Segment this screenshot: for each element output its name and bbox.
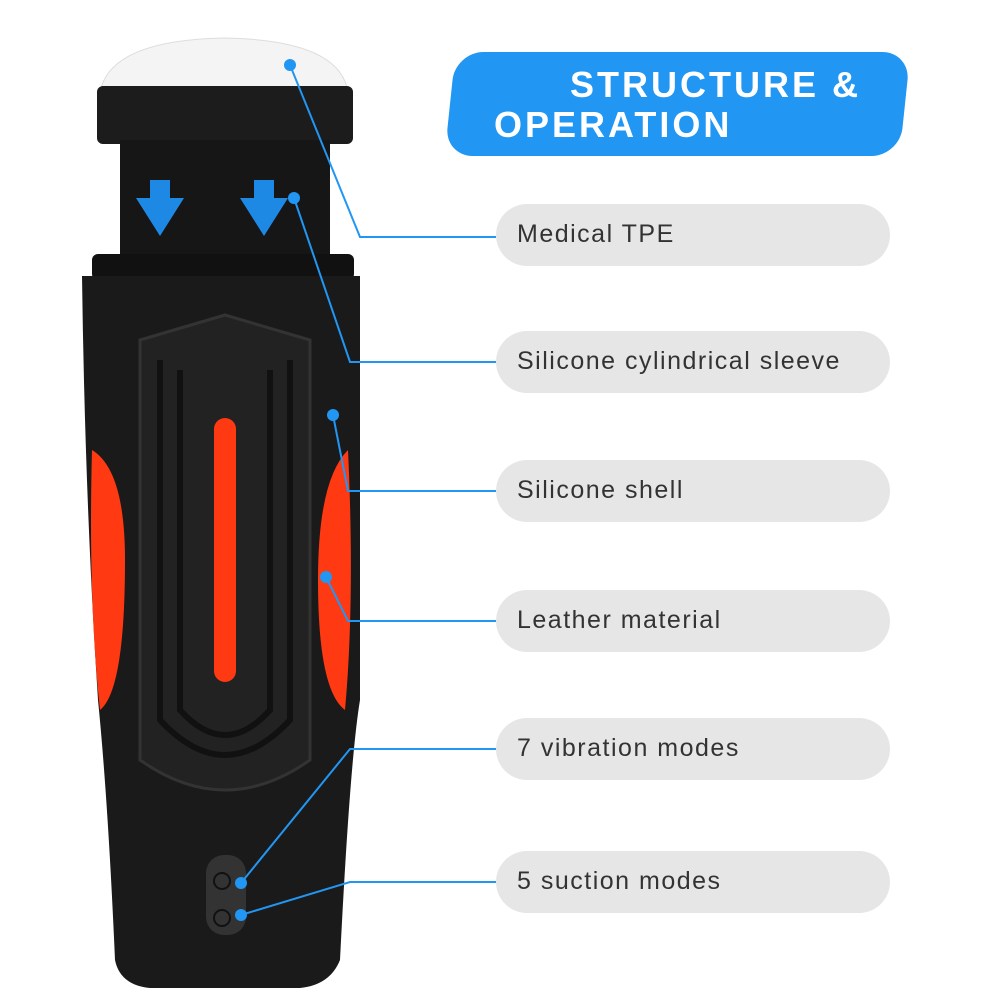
suction-button[interactable] xyxy=(213,909,231,927)
label-leather-material: Leather material xyxy=(496,590,890,652)
callout-dot xyxy=(235,909,247,921)
sleeve-collar xyxy=(92,254,354,280)
callout-dot xyxy=(327,409,339,421)
button-panel xyxy=(206,855,246,935)
label-text: Leather material xyxy=(517,606,722,634)
label-text: 5 suction modes xyxy=(517,867,722,895)
label-text: Silicone shell xyxy=(517,476,684,504)
title-line-2: OPERATION xyxy=(494,104,733,145)
label-medical-tpe: Medical TPE xyxy=(496,204,890,266)
callout-dot xyxy=(284,59,296,71)
vibration-button[interactable] xyxy=(213,872,231,890)
leather-grip-left xyxy=(91,450,125,710)
cap-ring xyxy=(97,86,353,144)
label-text: Medical TPE xyxy=(517,220,675,248)
callout-dot xyxy=(235,877,247,889)
red-stripe xyxy=(214,418,236,682)
title-banner: STRUCTURE & OPERATION xyxy=(444,52,911,156)
tpe-cap xyxy=(99,37,349,93)
callout-dot xyxy=(288,192,300,204)
label-vibration-modes: 7 vibration modes xyxy=(496,718,890,780)
label-text: Silicone cylindrical sleeve xyxy=(517,347,841,375)
leather-grip-right xyxy=(318,450,351,710)
label-silicone-sleeve: Silicone cylindrical sleeve xyxy=(496,331,890,393)
callout-dot xyxy=(320,571,332,583)
title-line-1: STRUCTURE & xyxy=(570,64,861,105)
arrow-down-icon xyxy=(136,180,184,236)
label-text: 7 vibration modes xyxy=(517,734,740,762)
arrow-down-icon xyxy=(240,180,288,236)
label-suction-modes: 5 suction modes xyxy=(496,851,890,913)
label-silicone-shell: Silicone shell xyxy=(496,460,890,522)
